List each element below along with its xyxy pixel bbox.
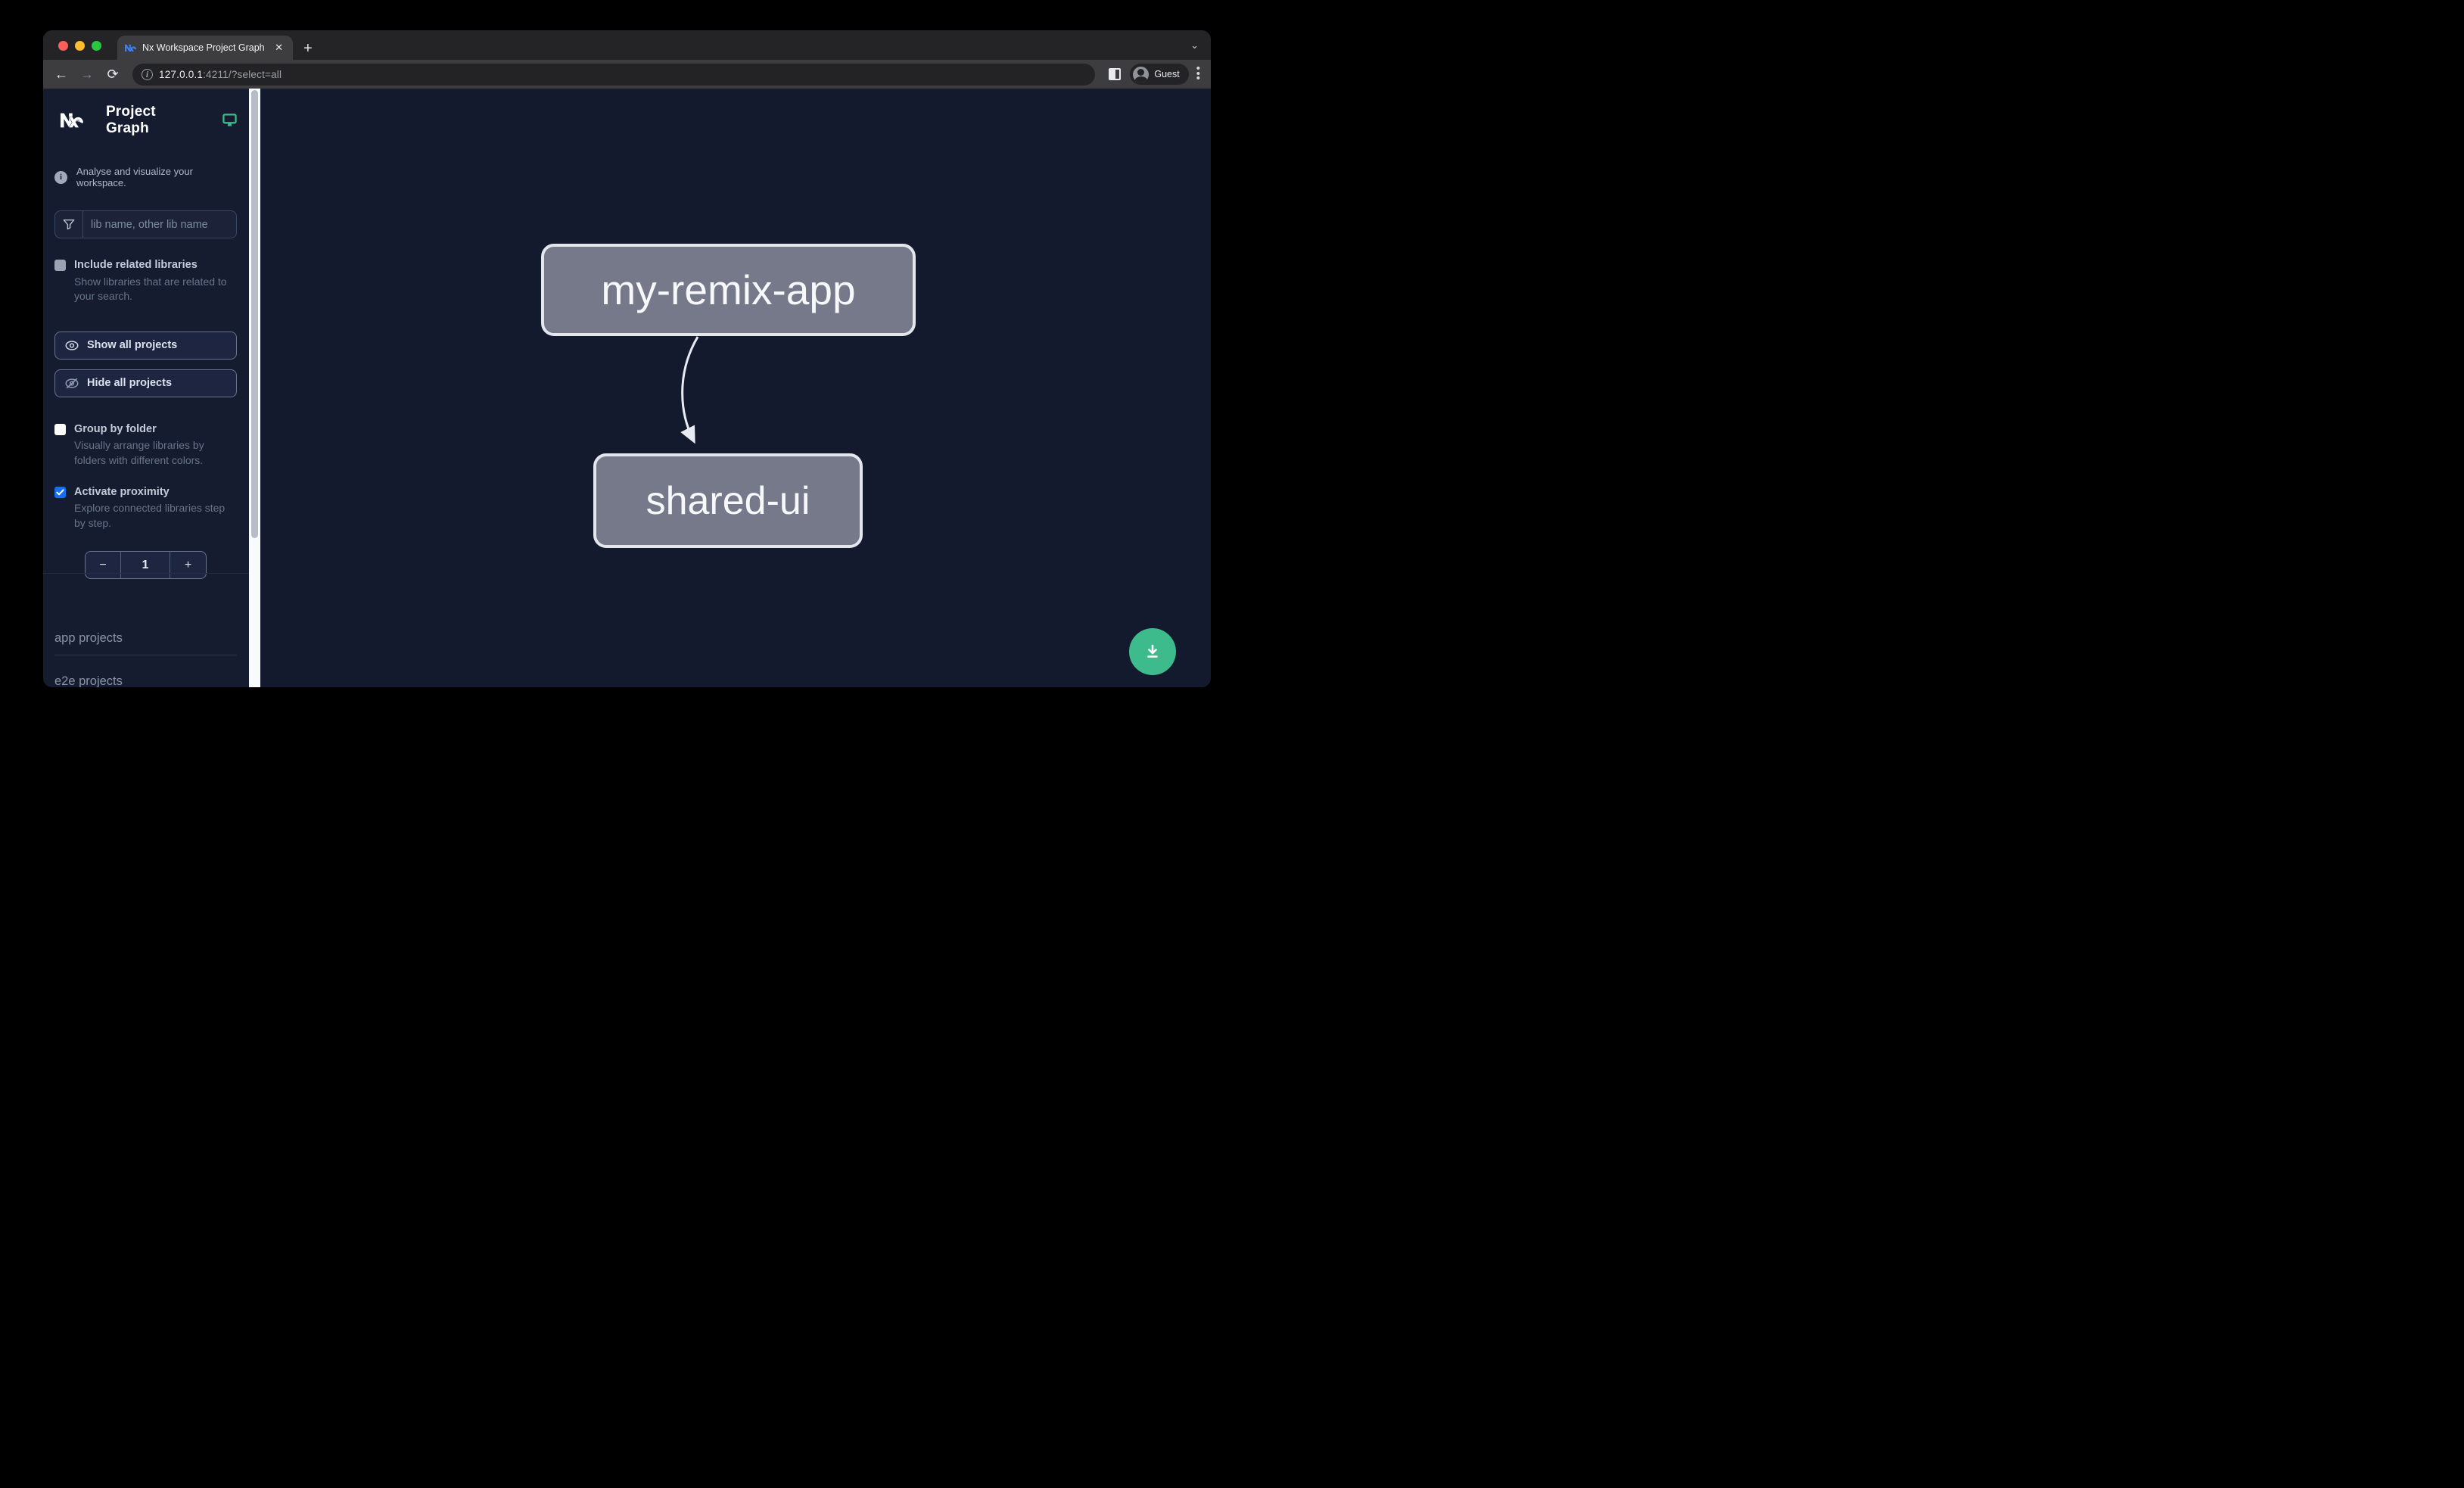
activate-proximity-checkbox[interactable]: [54, 486, 66, 498]
filter-box: [54, 210, 237, 238]
activate-proximity-desc: Explore connected libraries step by step…: [74, 502, 226, 529]
browser-toolbar: ← → ⟳ i 127.0.0.1:4211/?select=all Guest…: [43, 60, 1211, 89]
graph-canvas[interactable]: my-remix-app shared-ui: [260, 89, 1211, 687]
proximity-value: 1: [142, 558, 149, 571]
url-rest: :4211/?select=all: [203, 68, 282, 80]
tab-close-icon[interactable]: ✕: [275, 42, 283, 53]
tagline-text: Analyse and visualize your workspace.: [76, 166, 193, 188]
site-info-icon[interactable]: i: [142, 68, 153, 80]
section-app-projects[interactable]: app projects: [54, 631, 237, 656]
download-icon: [1147, 644, 1158, 658]
group-by-folder-desc: Visually arrange libraries by folders wi…: [74, 439, 204, 466]
monitor-icon[interactable]: [222, 114, 237, 127]
reload-button[interactable]: ⟳: [107, 67, 119, 82]
sidebar-scrollbar[interactable]: [249, 89, 260, 687]
new-tab-button[interactable]: +: [303, 40, 313, 57]
activate-proximity-label: Activate proximity: [74, 485, 170, 498]
funnel-icon: [55, 211, 83, 238]
nx-logo-icon: [60, 113, 83, 128]
tab-strip-chevron-icon[interactable]: ⌄: [1190, 39, 1199, 51]
graph-node-shared-ui[interactable]: shared-ui: [593, 453, 863, 548]
url-host: 127.0.0.1: [159, 68, 204, 80]
eye-icon: [65, 341, 79, 350]
url-text[interactable]: 127.0.0.1:4211/?select=all: [159, 69, 282, 80]
browser-window: Nx Workspace Project Graph ✕ + ⌄ ← → ⟳ i…: [43, 30, 1211, 687]
minimize-window-button[interactable]: [75, 41, 85, 51]
page-title: Project Graph: [105, 104, 156, 136]
graph-node-my-remix-app[interactable]: my-remix-app: [541, 244, 916, 336]
sidebar-divider: [43, 573, 249, 574]
show-all-projects-label: Show all projects: [87, 339, 178, 352]
group-by-folder-checkbox[interactable]: [54, 423, 66, 435]
profile-label: Guest: [1154, 69, 1180, 79]
check-icon: [56, 488, 64, 495]
group-by-folder-label: Group by folder: [74, 422, 157, 435]
back-button[interactable]: ←: [54, 67, 68, 82]
download-graph-button[interactable]: [1129, 628, 1176, 675]
browser-tab[interactable]: Nx Workspace Project Graph ✕: [117, 36, 293, 60]
zoom-window-button[interactable]: [92, 41, 101, 51]
close-window-button[interactable]: [58, 41, 68, 51]
side-panel-icon[interactable]: [1109, 68, 1122, 80]
activate-proximity-row: Activate proximity Explore connected lib…: [54, 485, 237, 531]
hide-all-projects-label: Hide all projects: [87, 377, 173, 390]
traffic-lights: [58, 41, 101, 51]
include-related-label: Include related libraries: [74, 259, 198, 271]
proximity-increment-button[interactable]: +: [170, 552, 206, 579]
tagline-row: i Analyse and visualize your workspace.: [54, 166, 237, 188]
proximity-decrement-button[interactable]: −: [86, 552, 121, 579]
proximity-stepper: − 1 +: [85, 551, 207, 580]
page-content: Project Graph i Analyse and visualize yo…: [43, 89, 1211, 687]
sidebar: Project Graph i Analyse and visualize yo…: [43, 89, 249, 687]
tab-strip: Nx Workspace Project Graph ✕ + ⌄: [43, 30, 1211, 60]
section-e2e-projects[interactable]: e2e projects: [54, 674, 237, 687]
edge-my-remix-app-to-shared-ui: [680, 336, 699, 444]
group-by-folder-row: Group by folder Visually arrange librari…: [54, 422, 237, 469]
profile-button[interactable]: Guest: [1130, 64, 1189, 85]
include-related-checkbox[interactable]: [54, 260, 66, 271]
hide-all-projects-button[interactable]: Hide all projects: [54, 369, 237, 397]
browser-menu-icon[interactable]: •••: [1196, 61, 1200, 86]
include-related-row: Include related libraries Show libraries…: [54, 258, 237, 304]
eye-off-icon: [65, 378, 79, 388]
info-icon: i: [54, 170, 67, 184]
sidebar-scrollbar-thumb[interactable]: [251, 90, 258, 538]
avatar-icon: [1133, 66, 1150, 82]
sidebar-header: Project Graph: [54, 104, 237, 136]
show-all-projects-button[interactable]: Show all projects: [54, 331, 237, 360]
include-related-desc: Show libraries that are related to your …: [74, 275, 227, 303]
nx-favicon-icon: [125, 44, 136, 51]
filter-input[interactable]: [83, 218, 236, 231]
address-bar[interactable]: i 127.0.0.1:4211/?select=all: [132, 63, 1096, 86]
forward-button[interactable]: →: [80, 67, 94, 82]
tab-title: Nx Workspace Project Graph: [142, 42, 265, 53]
